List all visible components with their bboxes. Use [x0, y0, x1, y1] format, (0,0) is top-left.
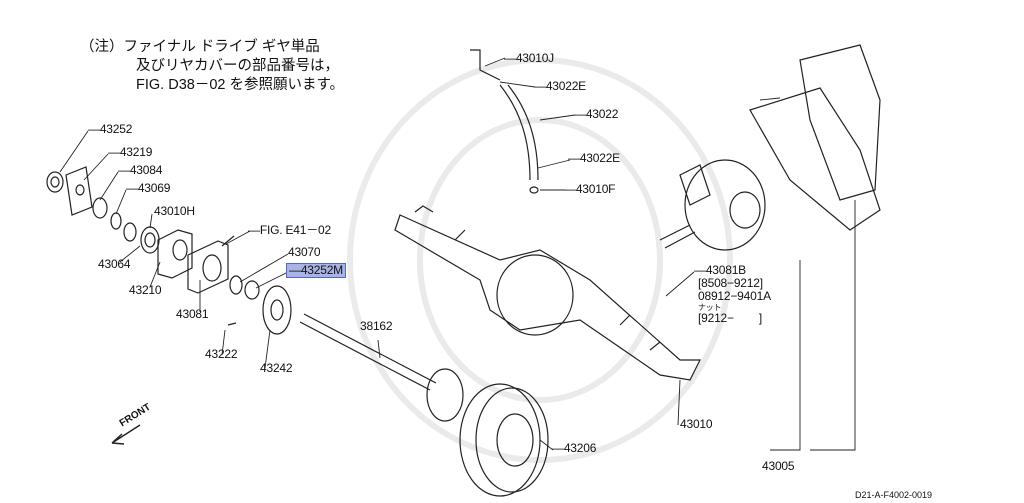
part-label-43010F[interactable]: —43010F: [564, 182, 616, 196]
footnote-line-1: （注）ファイナル ドライブ ギヤ単品: [80, 39, 320, 55]
part-label-43010H[interactable]: 43010H: [154, 204, 195, 218]
leader-lines: [59, 57, 856, 451]
axle-shaft: [299, 313, 464, 422]
part-label-43005[interactable]: 43005: [762, 459, 795, 473]
footnote-line-2: 及びリヤカバーの部品番号は，: [136, 58, 339, 74]
range-1: [8508−9212]: [698, 276, 763, 290]
alt-part: 08912−9401A: [698, 289, 771, 303]
breather-hose: [470, 49, 539, 194]
part-label-43069[interactable]: —43069: [126, 181, 171, 195]
part-label-43252[interactable]: —43252: [88, 122, 133, 136]
part-label-43022E-top[interactable]: —43022E: [534, 79, 586, 93]
part-label-43206[interactable]: —43206: [552, 441, 597, 455]
part-label-43022[interactable]: —43022: [574, 107, 619, 121]
range-2: [9212− ]: [698, 311, 763, 325]
part-label-43022E-bottom[interactable]: —43022E: [568, 151, 620, 165]
part-label-43242[interactable]: 43242: [260, 361, 293, 375]
part-label-43010[interactable]: 43010: [680, 417, 713, 431]
part-label-38162[interactable]: 38162: [360, 319, 393, 333]
part-label-43010J[interactable]: —43010J: [504, 51, 554, 65]
part-label-43210[interactable]: 43210: [129, 283, 162, 297]
footnote-line-3: FIG. D38－02 を参照願います。: [136, 77, 345, 93]
front-arrow-icon: [111, 424, 141, 445]
alt-part-note: ナット: [698, 303, 722, 312]
footnote: （注）ファイナル ドライブ ギヤ単品及びリヤカバーの部品番号は， FIG. D38…: [80, 38, 344, 95]
part-label-43064[interactable]: 43064: [98, 257, 131, 271]
part-label-fig-e41[interactable]: —FIG. E41－02: [248, 223, 331, 237]
part-label-43219[interactable]: —43219: [108, 145, 153, 159]
differential-carrier: [659, 159, 766, 251]
part-label-43084[interactable]: —43084: [118, 163, 163, 177]
part-label-43222[interactable]: 43222: [205, 347, 238, 361]
part-label-43070[interactable]: 43070: [288, 245, 321, 259]
part-label-43081B[interactable]: —43081B [8508−9212] 08912−9401A ナット [921…: [694, 263, 771, 325]
diagram-code: D21-A-F4002-0019: [855, 490, 933, 500]
rear-cover-gasket: [749, 44, 881, 231]
axle-housing: [394, 205, 701, 381]
part-label-43252M-highlighted[interactable]: —43252M: [286, 263, 346, 278]
part-label-43081[interactable]: 43081: [176, 307, 209, 321]
